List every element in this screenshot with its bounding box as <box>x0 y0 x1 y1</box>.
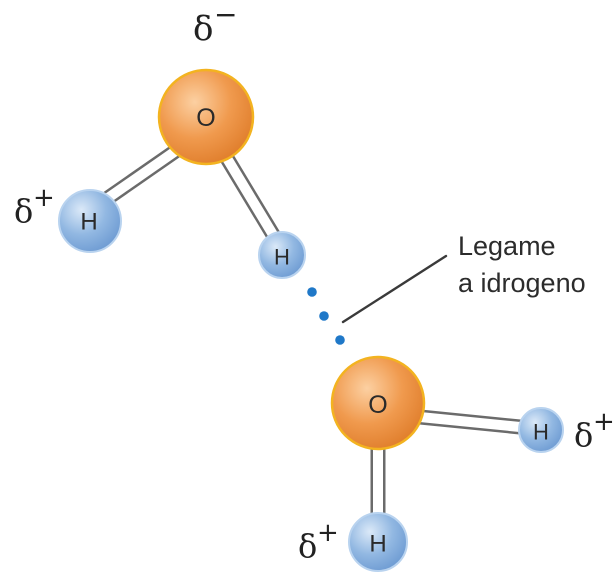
hydrogen-label: H <box>369 531 386 558</box>
hbond-dot <box>335 335 345 345</box>
delta-symbol: δ <box>193 9 213 49</box>
hydrogen-bond-dots <box>307 287 345 345</box>
charge-positive-upper-left-h: δ + <box>14 183 55 230</box>
hydrogen-label: H <box>533 420 549 445</box>
upper-right-hydrogen-atom: H <box>258 231 306 279</box>
positive-sign: + <box>33 183 55 213</box>
charge-negative-upper-oxygen: δ − <box>193 0 237 49</box>
upper-oxygen-atom: O <box>157 68 255 166</box>
negative-sign: − <box>214 0 237 31</box>
annotation-line-2: a idrogeno <box>458 268 586 298</box>
delta-symbol: δ <box>298 527 317 565</box>
oxygen-label: O <box>196 104 215 132</box>
hbond-dot <box>319 311 329 321</box>
lower-bottom-hydrogen-atom: H <box>348 512 408 572</box>
hydrogen-bond-annotation: Legame a idrogeno <box>458 231 586 298</box>
lower-right-hydrogen-atom: H <box>518 407 564 453</box>
positive-sign: + <box>593 407 615 437</box>
delta-symbol: δ <box>14 192 33 230</box>
oxygen-label: O <box>368 391 387 419</box>
lower-oxygen-atom: O <box>330 355 426 451</box>
annotation-pointer-line <box>341 254 448 324</box>
charge-positive-lower-bottom-h: δ + <box>298 518 339 565</box>
positive-sign: + <box>317 518 339 548</box>
hydrogen-label: H <box>274 245 290 270</box>
upper-left-hydrogen-atom: H <box>58 189 122 253</box>
annotation-line-1: Legame <box>458 231 556 261</box>
bond-upper-o-right-h <box>215 146 282 242</box>
hbond-dot <box>307 287 317 297</box>
delta-symbol: δ <box>574 416 593 454</box>
hydrogen-label: H <box>80 209 97 236</box>
charge-positive-lower-right-h: δ + <box>574 407 615 454</box>
bond-lower-o-right-h <box>409 408 531 436</box>
